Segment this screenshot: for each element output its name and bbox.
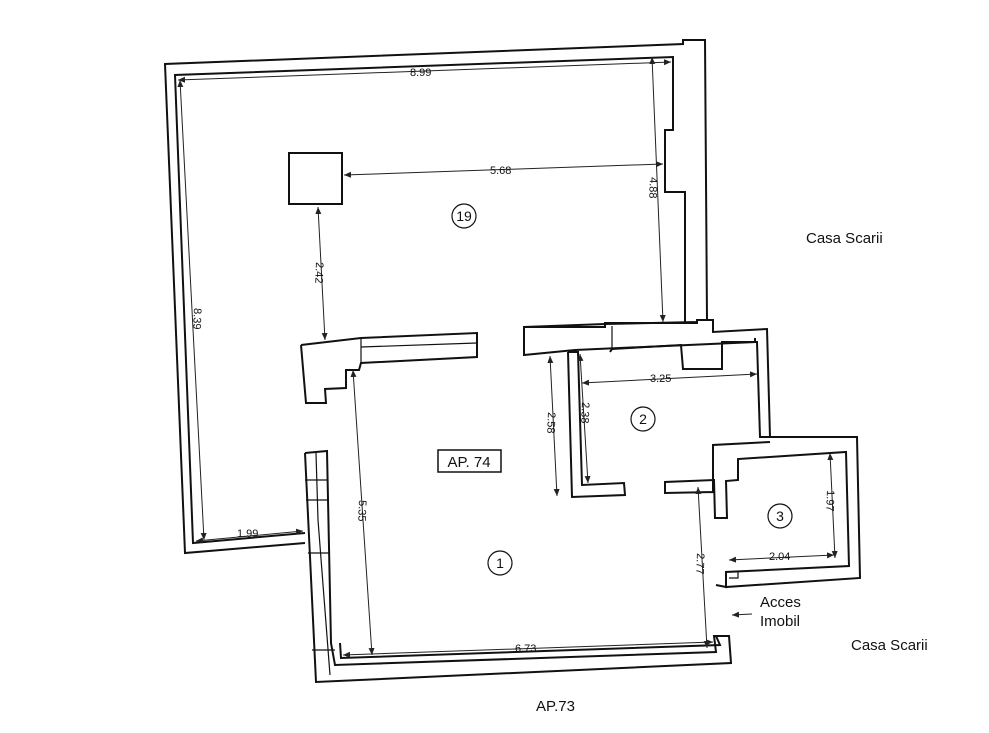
dim-room2-left: 2.38 bbox=[578, 402, 591, 424]
dim-line-room3-width bbox=[728, 552, 835, 563]
apartment-label: AP. 74 bbox=[447, 454, 490, 471]
dim-line-pillar-gap bbox=[315, 206, 328, 341]
dim-main-vertical: 5.35 bbox=[355, 500, 368, 522]
dim-line-left-bottom bbox=[195, 528, 304, 544]
dim-line-corridor bbox=[547, 355, 560, 497]
room2-number: 2 bbox=[639, 411, 647, 427]
room1-inner-wall bbox=[315, 452, 331, 676]
room3-number: 3 bbox=[776, 508, 784, 524]
dim-room2-width: 3.25 bbox=[650, 373, 671, 385]
room19-circle bbox=[451, 203, 477, 229]
stair-label-top: Casa Scarii bbox=[806, 230, 883, 247]
room2-wall-top bbox=[523, 319, 772, 438]
dim-room3-height: 1.97 bbox=[823, 490, 836, 512]
dim-line-top bbox=[177, 59, 672, 83]
room2-wall-left bbox=[567, 351, 627, 499]
dim-line-access bbox=[695, 486, 710, 649]
dim-line-left bbox=[177, 79, 207, 541]
dim-inner-horizontal: 5.68 bbox=[490, 165, 511, 177]
dim-bottom-width: 6.73 bbox=[515, 643, 536, 655]
room2-circle bbox=[630, 406, 656, 432]
dim-right-vertical: 4.88 bbox=[646, 177, 659, 199]
room19-inner-wall bbox=[173, 55, 686, 545]
dim-line-room2-left bbox=[577, 353, 591, 484]
dim-pillar-gap: 2.42 bbox=[312, 262, 325, 284]
mid-left-wall-detail bbox=[360, 342, 478, 348]
room3-lower-inner bbox=[729, 572, 739, 579]
room1-outer-wall bbox=[304, 449, 733, 684]
dim-access-height: 2.77 bbox=[693, 553, 706, 575]
dim-line-room2-width bbox=[581, 371, 758, 386]
room19-number: 19 bbox=[456, 208, 472, 224]
dim-left-height: 8.39 bbox=[190, 308, 203, 330]
room1-number: 1 bbox=[496, 555, 504, 571]
dim-corridor: 2.58 bbox=[544, 412, 557, 434]
stair-label-bottom: Casa Scarii bbox=[851, 637, 928, 654]
dim-line-room3-height bbox=[827, 452, 838, 559]
room1-circle bbox=[487, 550, 513, 576]
access-label-line1: Acces bbox=[760, 594, 801, 611]
room3-circle bbox=[767, 503, 793, 529]
access-arrow bbox=[731, 611, 753, 618]
dim-line-main-vertical bbox=[350, 369, 375, 656]
access-label-line2: Imobil bbox=[760, 613, 800, 630]
dim-line-right-vertical bbox=[649, 56, 666, 323]
room2-wall-inner-top bbox=[611, 326, 681, 350]
room3-access-wall bbox=[715, 573, 727, 589]
dim-top-width: 8.99 bbox=[410, 67, 431, 79]
dim-line-inner-horizontal bbox=[343, 161, 664, 178]
dim-line-bottom bbox=[342, 639, 714, 658]
room3-wall bbox=[664, 436, 862, 589]
column-pillar bbox=[288, 152, 343, 205]
dim-left-bottom: 1.99 bbox=[237, 528, 258, 540]
room19-outer-wall bbox=[163, 39, 756, 555]
neighbor-apartment-label: AP.73 bbox=[536, 698, 575, 715]
dim-room3-width: 2.04 bbox=[769, 551, 790, 563]
apartment-label-box bbox=[437, 449, 502, 473]
